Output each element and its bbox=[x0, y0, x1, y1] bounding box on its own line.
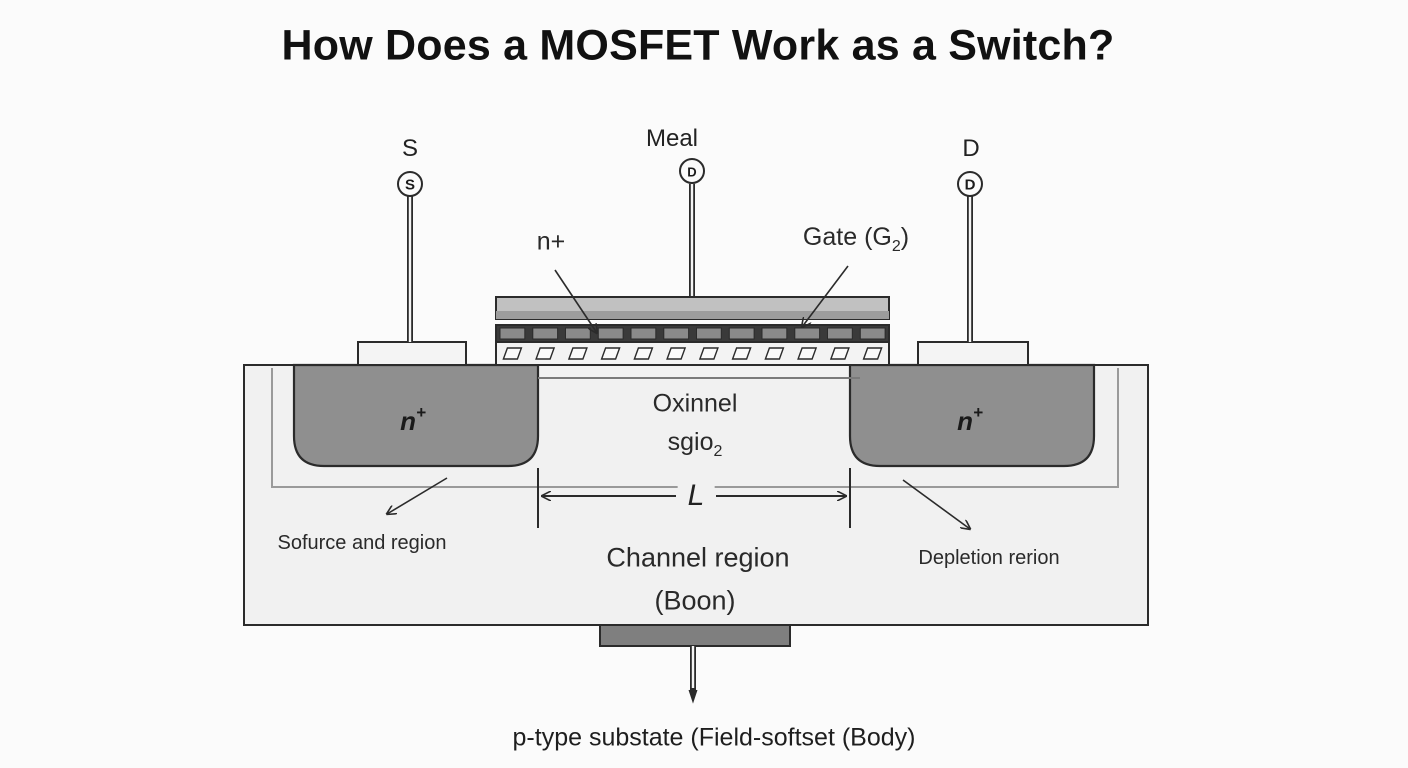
gate-segment bbox=[761, 327, 788, 340]
gate-callout-arrow bbox=[802, 265, 849, 327]
source-n-plus-region bbox=[292, 363, 540, 468]
oxide-cell bbox=[862, 347, 883, 360]
source-region-arrow bbox=[387, 477, 448, 514]
depletion-region-label: Depletion rerion bbox=[918, 547, 1060, 569]
gate-segment bbox=[532, 327, 559, 340]
gate-segment bbox=[565, 327, 591, 340]
oxide-cell bbox=[666, 347, 687, 360]
drain-n-plus-region bbox=[848, 363, 1096, 468]
page-title: How Does a MOSFET Work as a Switch? bbox=[281, 21, 1115, 70]
gate-segment bbox=[663, 327, 690, 340]
drain-n-plus-label: n+ bbox=[957, 403, 983, 436]
oxide-cell bbox=[797, 347, 818, 360]
gate-callout-label: Gate (G2) bbox=[802, 223, 910, 255]
gate-terminal-circle bbox=[679, 158, 705, 184]
gate-segment bbox=[630, 327, 657, 340]
oxide-cell bbox=[731, 347, 752, 360]
source-n-plus-label: n+ bbox=[400, 403, 426, 436]
gate-segment bbox=[597, 327, 624, 340]
source-terminal-label: S bbox=[401, 135, 419, 162]
channel-region-sublabel: (Boon) bbox=[654, 585, 736, 616]
oxide-layer bbox=[495, 341, 890, 366]
body-contact-pad bbox=[599, 624, 791, 647]
gate-segment bbox=[728, 327, 755, 340]
source-terminal-circle bbox=[397, 171, 423, 197]
n-plus-callout-label: n+ bbox=[536, 227, 566, 256]
source-pin-letter: S bbox=[404, 176, 416, 194]
oxide-cell bbox=[535, 347, 556, 360]
substrate-label: p-type substate (Field-softset (Body) bbox=[512, 723, 916, 752]
oxide-cell bbox=[764, 347, 785, 360]
oxide-cell bbox=[829, 347, 850, 360]
drain-contact-pad bbox=[917, 341, 1029, 366]
drain-terminal-label: D bbox=[962, 135, 980, 162]
gate-segment bbox=[827, 327, 853, 340]
gate-segment bbox=[794, 327, 821, 340]
gate-segment bbox=[499, 327, 526, 340]
channel-length-label: L bbox=[677, 481, 715, 511]
gate-terminal-label: Meal bbox=[645, 125, 699, 152]
source-region-label: Sofurce and region bbox=[277, 532, 447, 554]
oxide-label-line2: sgio2 bbox=[667, 428, 723, 460]
channel-region-label: Channel region bbox=[606, 542, 790, 573]
gate-segment bbox=[696, 327, 722, 340]
oxide-cell-pattern bbox=[502, 347, 883, 360]
oxide-label-line1: Oxinnel bbox=[652, 389, 738, 418]
oxide-cell bbox=[600, 347, 621, 360]
drain-pin-letter: D bbox=[964, 176, 976, 194]
gate-segment bbox=[859, 327, 886, 340]
oxide-cell bbox=[502, 347, 523, 360]
depletion-region-arrow bbox=[902, 479, 970, 529]
oxide-cell bbox=[567, 347, 588, 360]
drain-terminal-circle bbox=[957, 171, 983, 197]
source-contact-pad bbox=[357, 341, 467, 366]
n-plus-callout-arrow bbox=[554, 269, 597, 333]
gate-segment-layer bbox=[495, 324, 890, 343]
gate-pin-letter: D bbox=[687, 164, 697, 180]
oxide-cell bbox=[698, 347, 719, 360]
oxide-cell bbox=[633, 347, 654, 360]
